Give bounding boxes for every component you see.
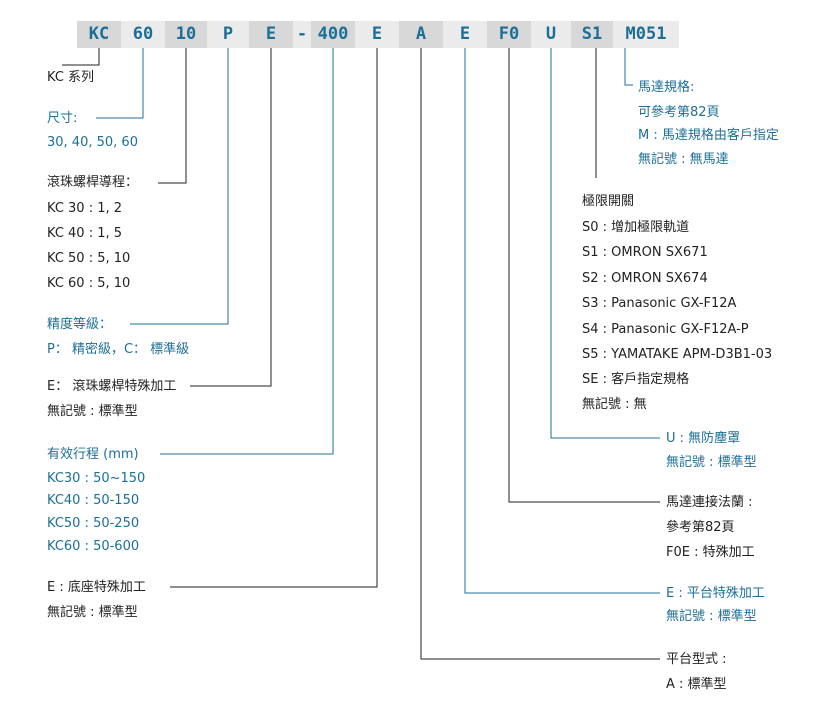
code-seg-kc: KC [77,21,121,48]
leader-dust [550,48,660,439]
label-base-special: E : 底座特殊加工 [47,580,146,595]
code-seg-base: E [355,21,399,48]
code-seg-flange: F0 [487,21,531,48]
label-lead-title: 滾珠螺桿導程： [47,175,139,190]
label-dust-none: 無記號 : 標準型 [666,455,757,470]
code-seg-limit: S1 [571,21,613,48]
label-lead-kc60: KC 60 : 5, 10 [47,276,131,291]
leader-flange [508,48,660,503]
label-size-title: 尺寸: [47,111,78,126]
code-seg-size: 60 [121,21,165,48]
label-motor-title: 馬達規格: [638,80,695,95]
model-code-bar: KC 60 10 P E - 400 E A E F0 U S1 M051 [0,0,824,50]
leader-base [170,48,378,588]
label-type-a: A : 標準型 [666,677,727,692]
label-dust-u: U : 無防塵罩 [666,431,741,446]
leader-stroke [160,48,334,455]
code-seg-motor: M051 [613,21,679,48]
label-screw-special: E： 滾珠螺桿特殊加工 [47,379,177,394]
leader-platform [464,48,660,594]
label-type-title: 平台型式 : [666,652,727,667]
label-stroke-kc40: KC40 : 50-150 [47,493,140,508]
code-seg-screw: E [249,21,293,48]
label-limit-s4: S4 : Panasonic GX-F12A-P [582,322,749,337]
label-precision-title: 精度等級： [47,317,113,332]
label-precision-values: P： 精密級，C： 標準級 [47,342,190,357]
label-stroke-kc50: KC50 : 50-250 [47,516,140,531]
code-seg-dust: U [531,21,571,48]
label-motor-none: 無記號 : 無馬達 [638,152,729,167]
label-plat-standard: 無記號 : 標準型 [666,609,757,624]
leader-motor [624,48,633,86]
label-lead-kc40: KC 40 : 1, 5 [47,226,123,241]
label-limit-s5: S5 : YAMATAKE APM-D3B1-03 [582,347,773,362]
code-seg-platform: E [443,21,487,48]
label-conn-title: 馬達連接法蘭 : [666,495,753,510]
label-stroke-kc30: KC30 : 50~150 [47,471,146,486]
label-limit-se: SE : 客戶指定規格 [582,372,690,387]
leader-precision [130,48,229,325]
code-seg-precision: P [207,21,249,48]
label-motor-ref: 可參考第82頁 [638,105,720,120]
label-limit-s1: S1 : OMRON SX671 [582,245,708,260]
label-limit-title: 極限開關 [582,194,635,209]
leader-screw [190,48,272,387]
label-stroke-kc60: KC60 : 50-600 [47,539,140,554]
leader-size [96,48,144,119]
code-seg-type: A [399,21,443,48]
label-conn-ref: 參考第82頁 [666,520,735,535]
label-limit-s3: S3 : Panasonic GX-F12A [582,296,737,311]
leader-lead [158,48,187,184]
label-motor-m: M : 馬達規格由客戶指定 [638,128,779,143]
label-screw-standard: 無記號 : 標準型 [47,404,138,419]
label-plat-special: E : 平台特殊加工 [666,586,765,601]
leader-type [420,48,660,660]
label-series: KC 系列 [47,70,95,85]
label-conn-f0e: F0E : 特殊加工 [666,545,755,560]
label-limit-s0: S0 : 增加極限軌道 [582,220,690,235]
label-limit-none: 無記號 : 無 [582,397,647,412]
label-size-values: 30, 40, 50, 60 [47,135,138,150]
label-lead-kc50: KC 50 : 5, 10 [47,251,131,266]
label-limit-s2: S2 : OMRON SX674 [582,271,708,286]
code-seg-dash: - [293,21,311,48]
label-stroke-title: 有效行程 (mm) [47,447,139,462]
code-seg-stroke: 400 [311,21,355,48]
code-seg-lead: 10 [165,21,207,48]
label-lead-kc30: KC 30 : 1, 2 [47,201,123,216]
leader-series [62,48,100,66]
label-base-standard: 無記號 : 標準型 [47,605,138,620]
